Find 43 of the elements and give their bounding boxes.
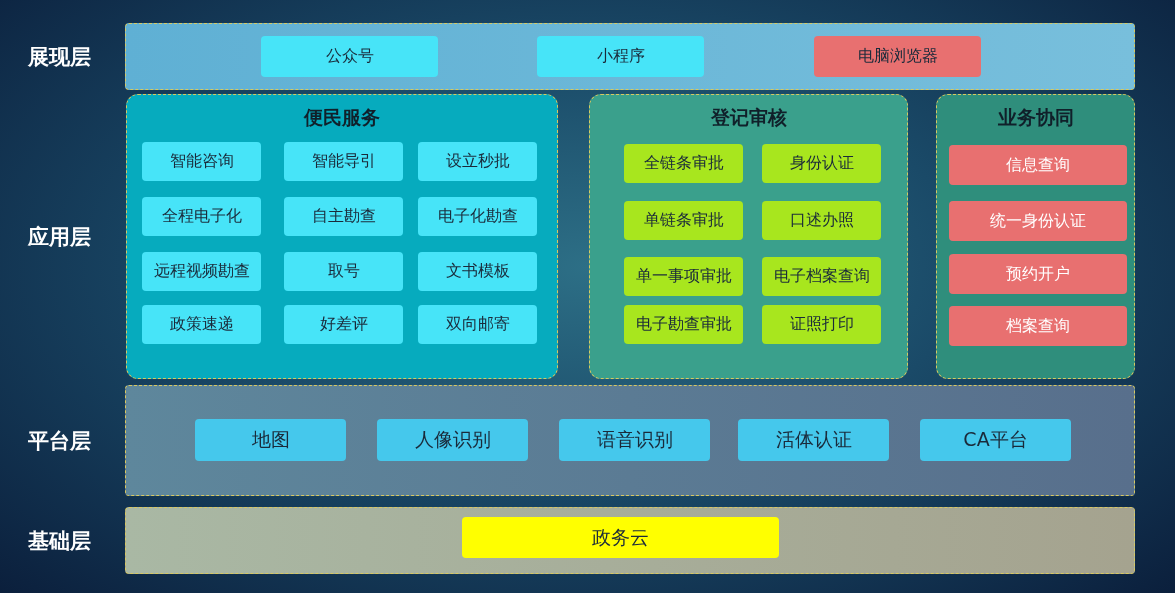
function-box: 好差评: [284, 305, 403, 344]
function-box: 电脑浏览器: [814, 36, 981, 77]
panel-title: 业务协同: [996, 105, 1075, 130]
layer-label: 基础层: [28, 526, 91, 555]
function-box: 语音识别: [559, 419, 710, 461]
function-box: 智能咨询: [142, 142, 261, 181]
function-box: 自主勘查: [284, 197, 403, 236]
function-box: 设立秒批: [418, 142, 537, 181]
function-box: 远程视频勘查: [142, 252, 261, 291]
function-box: 统一身份认证: [949, 201, 1127, 241]
function-box: 身份认证: [762, 144, 881, 183]
function-box: 人像识别: [377, 419, 528, 461]
function-box: 双向邮寄: [418, 305, 537, 344]
function-box: 单链条审批: [624, 201, 743, 240]
function-box: 智能导引: [284, 142, 403, 181]
function-box: 全程电子化: [142, 197, 261, 236]
function-box: 政策速递: [142, 305, 261, 344]
function-box: 电子勘查审批: [624, 305, 743, 344]
panel-title: 登记审核: [709, 105, 788, 130]
function-box: 口述办照: [762, 201, 881, 240]
module-panel: [589, 94, 908, 379]
module-panel: [126, 94, 558, 379]
panel-title: 便民服务: [302, 105, 381, 130]
layer-label: 展现层: [28, 42, 91, 71]
function-box: 取号: [284, 252, 403, 291]
function-box: 小程序: [537, 36, 704, 77]
function-box: 地图: [195, 419, 346, 461]
layer-label: 平台层: [28, 426, 91, 455]
function-box: 活体认证: [738, 419, 889, 461]
function-box: 信息查询: [949, 145, 1127, 185]
function-box: 全链条审批: [624, 144, 743, 183]
function-box: 预约开户: [949, 254, 1127, 294]
function-box: 电子档案查询: [762, 257, 881, 296]
function-box: 档案查询: [949, 306, 1127, 346]
module-panel: [936, 94, 1135, 379]
function-box: CA平台: [920, 419, 1071, 461]
function-box: 证照打印: [762, 305, 881, 344]
function-box: 电子化勘查: [418, 197, 537, 236]
function-box: 单一事项审批: [624, 257, 743, 296]
function-box: 文书模板: [418, 252, 537, 291]
function-box: 政务云: [462, 517, 779, 558]
function-box: 公众号: [261, 36, 438, 77]
layer-label: 应用层: [28, 223, 91, 251]
